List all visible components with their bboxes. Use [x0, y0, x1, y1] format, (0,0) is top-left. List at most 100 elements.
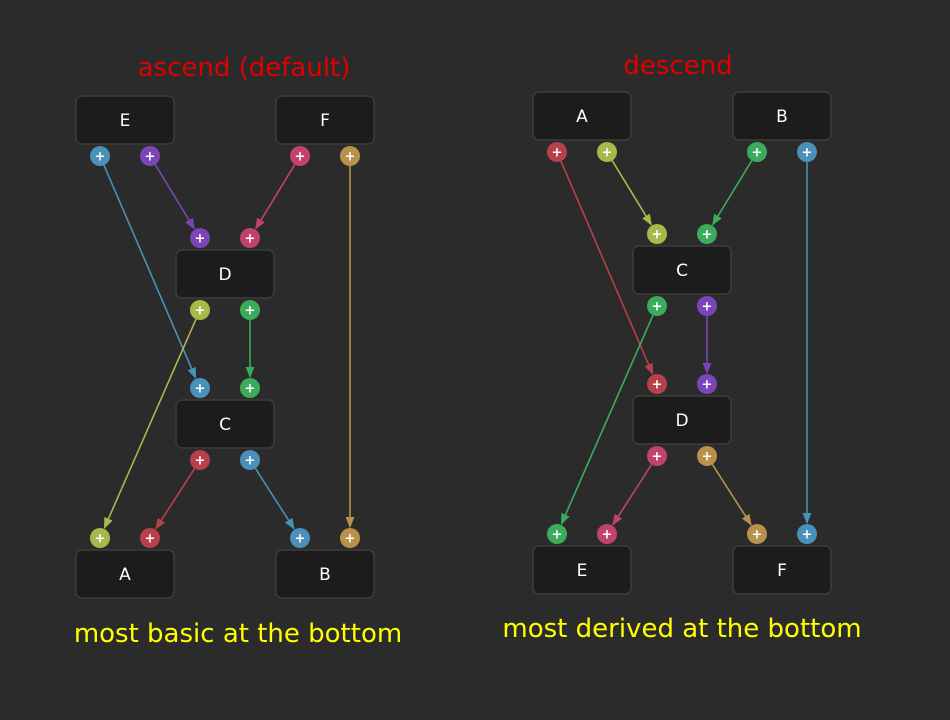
- output-port-b[interactable]: +: [797, 142, 817, 162]
- output-port-d[interactable]: +: [190, 300, 210, 320]
- port-plus-label: +: [195, 232, 206, 247]
- port-plus-label: +: [702, 300, 713, 315]
- port-plus-label: +: [245, 232, 256, 247]
- node-label: E: [120, 111, 131, 131]
- node-descend-e[interactable]: E: [532, 545, 632, 595]
- port-plus-label: +: [802, 528, 813, 543]
- ascend-panel-title: ascend (default): [138, 53, 351, 83]
- port-plus-label: +: [245, 382, 256, 397]
- port-plus-label: +: [602, 528, 613, 543]
- output-port-c[interactable]: +: [190, 450, 210, 470]
- port-plus-label: +: [145, 150, 156, 165]
- edge-descend-a-to-d: [560, 160, 654, 375]
- input-port-b[interactable]: +: [340, 528, 360, 548]
- port-plus-label: +: [145, 532, 156, 547]
- output-port-f[interactable]: +: [290, 146, 310, 166]
- port-plus-label: +: [345, 532, 356, 547]
- edge-ascend-d-to-a: [103, 318, 197, 529]
- input-port-c[interactable]: +: [190, 378, 210, 398]
- port-plus-label: +: [552, 528, 563, 543]
- input-port-d[interactable]: +: [190, 228, 210, 248]
- node-ascend-f[interactable]: F: [275, 95, 375, 145]
- port-plus-label: +: [195, 454, 206, 469]
- edge-ascend-f-to-d: [255, 164, 296, 230]
- node-label: F: [777, 561, 787, 581]
- edge-ascend-c-to-b: [254, 467, 295, 530]
- port-plus-label: +: [652, 450, 663, 465]
- output-port-e[interactable]: +: [90, 146, 110, 166]
- port-plus-label: +: [752, 528, 763, 543]
- node-label: B: [776, 107, 788, 127]
- port-plus-label: +: [652, 228, 663, 243]
- node-ascend-a[interactable]: A: [75, 549, 175, 599]
- input-port-c[interactable]: +: [647, 224, 667, 244]
- port-plus-label: +: [552, 146, 563, 161]
- input-port-d[interactable]: +: [647, 374, 667, 394]
- node-label: C: [219, 415, 231, 435]
- input-port-a[interactable]: +: [140, 528, 160, 548]
- node-label: B: [319, 565, 331, 585]
- output-port-d[interactable]: +: [240, 300, 260, 320]
- node-label: F: [320, 111, 330, 131]
- output-port-b[interactable]: +: [747, 142, 767, 162]
- input-port-c[interactable]: +: [240, 378, 260, 398]
- node-descend-c[interactable]: C: [632, 245, 732, 295]
- output-port-d[interactable]: +: [647, 446, 667, 466]
- input-port-e[interactable]: +: [547, 524, 567, 544]
- node-ascend-e[interactable]: E: [75, 95, 175, 145]
- output-port-c[interactable]: +: [647, 296, 667, 316]
- edge-descend-a-to-c: [611, 160, 652, 226]
- node-ascend-c[interactable]: C: [175, 399, 275, 449]
- node-label: A: [119, 565, 131, 585]
- port-plus-label: +: [345, 150, 356, 165]
- edge-descend-b-to-c: [712, 160, 753, 226]
- output-port-a[interactable]: +: [547, 142, 567, 162]
- port-plus-label: +: [195, 382, 206, 397]
- port-plus-label: +: [802, 146, 813, 161]
- input-port-d[interactable]: +: [240, 228, 260, 248]
- input-port-b[interactable]: +: [290, 528, 310, 548]
- node-label: D: [675, 411, 688, 431]
- node-descend-b[interactable]: B: [732, 91, 832, 141]
- port-plus-label: +: [295, 150, 306, 165]
- input-port-f[interactable]: +: [797, 524, 817, 544]
- node-label: E: [577, 561, 588, 581]
- port-plus-label: +: [602, 146, 613, 161]
- port-plus-label: +: [195, 304, 206, 319]
- output-port-a[interactable]: +: [597, 142, 617, 162]
- port-plus-label: +: [95, 532, 106, 547]
- edge-ascend-e-to-d: [154, 164, 195, 230]
- port-plus-label: +: [652, 378, 663, 393]
- port-plus-label: +: [702, 450, 713, 465]
- node-label: A: [576, 107, 588, 127]
- input-port-d[interactable]: +: [697, 374, 717, 394]
- port-plus-label: +: [295, 532, 306, 547]
- edge-ascend-e-to-c: [103, 164, 197, 379]
- node-ascend-d[interactable]: D: [175, 249, 275, 299]
- output-port-e[interactable]: +: [140, 146, 160, 166]
- descend-panel-title: descend: [623, 51, 732, 81]
- input-port-a[interactable]: +: [90, 528, 110, 548]
- edge-descend-c-to-e: [560, 314, 654, 525]
- output-port-f[interactable]: +: [340, 146, 360, 166]
- node-descend-a[interactable]: A: [532, 91, 632, 141]
- node-descend-d[interactable]: D: [632, 395, 732, 445]
- input-port-e[interactable]: +: [597, 524, 617, 544]
- edges-layer: [103, 160, 812, 530]
- input-port-f[interactable]: +: [747, 524, 767, 544]
- port-plus-label: +: [702, 378, 713, 393]
- input-port-c[interactable]: +: [697, 224, 717, 244]
- nodes-layer: E F D C A B A B C D E F: [75, 91, 832, 599]
- port-plus-label: +: [245, 304, 256, 319]
- port-plus-label: +: [95, 150, 106, 165]
- descend-panel-caption: most derived at the bottom: [502, 614, 861, 644]
- edge-ascend-c-to-a: [155, 467, 196, 530]
- output-port-c[interactable]: +: [240, 450, 260, 470]
- node-ascend-b[interactable]: B: [275, 549, 375, 599]
- edge-descend-d-to-e: [612, 463, 653, 526]
- node-descend-f[interactable]: F: [732, 545, 832, 595]
- edge-descend-d-to-f: [711, 463, 752, 526]
- output-port-c[interactable]: +: [697, 296, 717, 316]
- output-port-d[interactable]: +: [697, 446, 717, 466]
